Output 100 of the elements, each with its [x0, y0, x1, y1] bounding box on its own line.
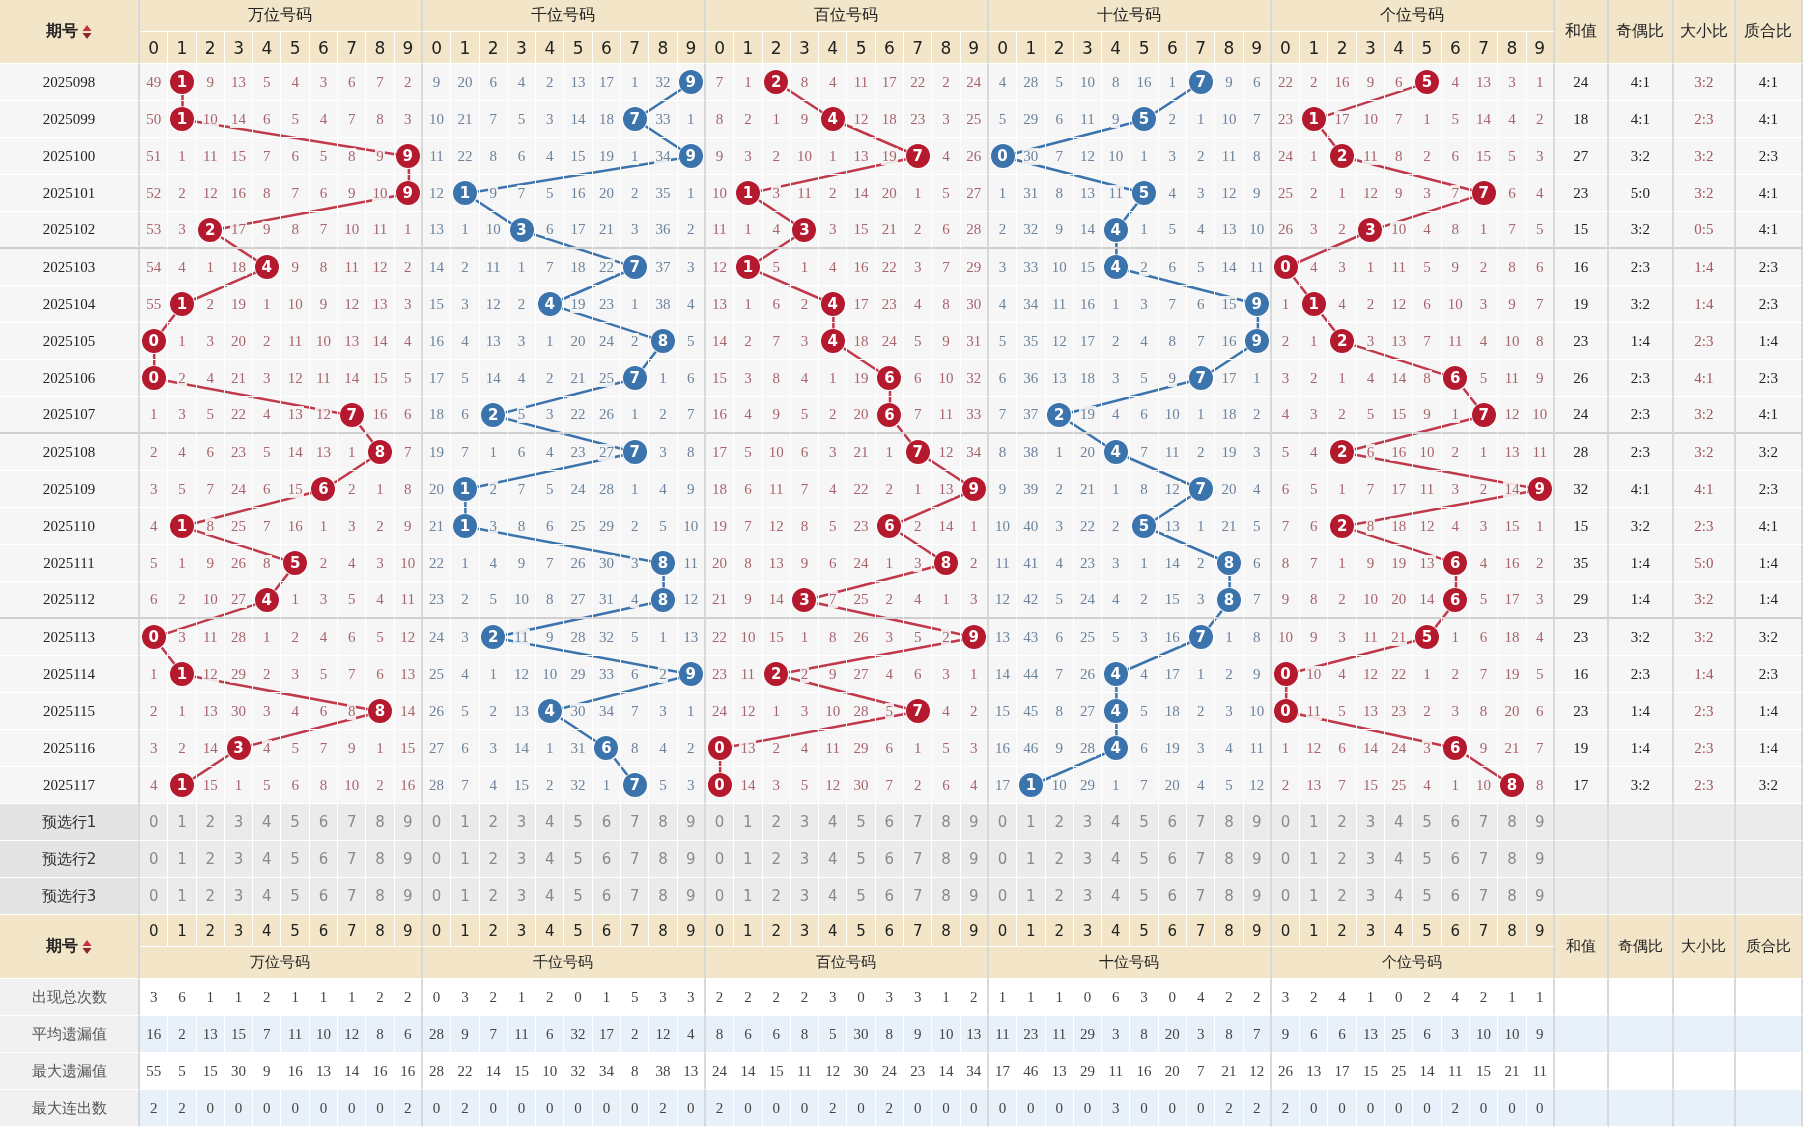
- summary-value: 30: [224, 1053, 254, 1090]
- miss-count: 27: [230, 591, 248, 608]
- number-ball: 9: [1244, 292, 1269, 316]
- stat-value: 1:4: [1735, 545, 1803, 582]
- trend-line: [1211, 347, 1249, 373]
- summary-value: 11: [1441, 1053, 1470, 1090]
- number-ball: 5: [1132, 181, 1157, 205]
- summary-value: 2: [394, 979, 423, 1016]
- stat-value: 3:2: [1735, 434, 1803, 471]
- trend-line: [1297, 234, 1361, 264]
- preselect-digit: 7: [621, 878, 650, 915]
- trend-line: [181, 95, 184, 107]
- number-ball: 7: [1188, 625, 1213, 649]
- trend-line: [1354, 158, 1473, 192]
- number-ball: 3: [792, 217, 817, 242]
- stat-value: 2:3: [1735, 656, 1803, 693]
- issue-number: 2025105: [0, 323, 140, 360]
- number-ball: 9: [961, 625, 986, 649]
- number-ball: 3: [1358, 217, 1383, 242]
- issue-number: 2025109: [0, 471, 140, 508]
- summary-value: 2: [1413, 979, 1442, 1016]
- trend-line: [1207, 609, 1223, 629]
- stat-value: 2:3: [1608, 434, 1674, 471]
- preselect-digit: 1: [1017, 878, 1046, 915]
- summary-value: 0: [1526, 1090, 1555, 1127]
- number-ball: 4: [254, 255, 279, 279]
- preselect-digit: 7: [1469, 878, 1499, 915]
- summary-value: 0: [960, 1090, 989, 1127]
- summary-value: 13: [677, 1053, 706, 1090]
- stat-value: 23: [1554, 175, 1609, 212]
- issue-number: 2025106: [0, 360, 140, 397]
- trend-line: [250, 713, 369, 747]
- summary-value: 2: [1243, 1090, 1272, 1127]
- summary-value: 2: [762, 979, 791, 1016]
- digit-header: 2: [196, 915, 225, 947]
- preselect-digit: 5: [847, 841, 876, 878]
- preselect-digit: 8: [1498, 878, 1527, 915]
- preselect-digit: 3: [507, 804, 537, 841]
- trend-line: [477, 453, 624, 489]
- preselect-digit: 1: [451, 878, 480, 915]
- number-ball: 0: [141, 625, 166, 649]
- summary-value: 2: [168, 1016, 197, 1053]
- preselect-digit: 0: [422, 878, 452, 915]
- summary-value: 2: [960, 979, 989, 1016]
- summary-value: 2: [253, 979, 282, 1016]
- summary-value: 0: [1300, 1090, 1329, 1127]
- preselect-digit: 0: [988, 841, 1018, 878]
- issue-number: 2025111: [0, 545, 140, 582]
- stat-value: 3:2: [1673, 175, 1736, 212]
- number-ball: 0: [707, 736, 732, 760]
- stat-value: 4:1: [1735, 101, 1803, 138]
- preselect-digit: 3: [507, 841, 537, 878]
- stat-value: 4:1: [1735, 175, 1803, 212]
- stat-value: 2:3: [1608, 397, 1674, 434]
- issue-number: 2025104: [0, 286, 140, 323]
- preselect-digit: 5: [564, 804, 593, 841]
- preselect-digit: 4: [819, 841, 848, 878]
- preselect-digit: 5: [847, 804, 876, 841]
- preselect-digit: 6: [309, 804, 339, 841]
- stat-value: 2:3: [1673, 323, 1736, 360]
- summary-value: 16: [140, 1016, 169, 1053]
- digit-header: 8: [649, 915, 678, 947]
- preselect-digit: 8: [649, 841, 678, 878]
- number-ball: 4: [254, 587, 279, 612]
- stat-value: 4:1: [1608, 101, 1674, 138]
- preselect-digit: 8: [1498, 841, 1527, 878]
- summary-value: 8: [790, 1016, 820, 1053]
- number-ball: 0: [1273, 662, 1298, 686]
- preselect-digit: 9: [1526, 841, 1555, 878]
- number-ball: 1: [1018, 773, 1043, 797]
- preselect-digit: 4: [253, 841, 282, 878]
- stat-value: 16: [1554, 249, 1609, 286]
- number-ball: 8: [651, 551, 675, 575]
- summary-value: 28: [422, 1016, 452, 1053]
- preselect-digit: 8: [366, 878, 395, 915]
- stat-value: 4:1: [1735, 508, 1803, 545]
- digit-header: 4: [1102, 32, 1131, 64]
- number-ball: 7: [622, 773, 647, 797]
- trend-line: [1354, 344, 1445, 376]
- summary-value: 0: [1158, 979, 1187, 1016]
- summary-value: 29: [1073, 1053, 1103, 1090]
- summary-value: 0: [564, 1090, 593, 1127]
- summary-value: 11: [507, 1016, 537, 1053]
- summary-value: 3: [1102, 1016, 1131, 1053]
- digit-header: 2: [1328, 915, 1357, 947]
- digit-header: 4: [1385, 915, 1414, 947]
- number-ball: 1: [1301, 292, 1326, 316]
- number-ball: 6: [1443, 551, 1468, 575]
- summary-value: 13: [1300, 1053, 1329, 1090]
- number-ball: 5: [1132, 107, 1157, 131]
- digit-header: 7: [904, 32, 933, 64]
- digit-header: 5: [564, 915, 593, 947]
- digit-header: 6: [592, 915, 622, 947]
- stat-value: 16: [1554, 656, 1609, 693]
- stat-value: 32: [1554, 471, 1609, 508]
- summary-value: 2: [451, 1090, 480, 1127]
- number-ball: 4: [1103, 217, 1128, 242]
- stat-value: 24: [1554, 64, 1609, 101]
- preselect-digit: 0: [705, 878, 735, 915]
- preselect-digit: 4: [1102, 878, 1131, 915]
